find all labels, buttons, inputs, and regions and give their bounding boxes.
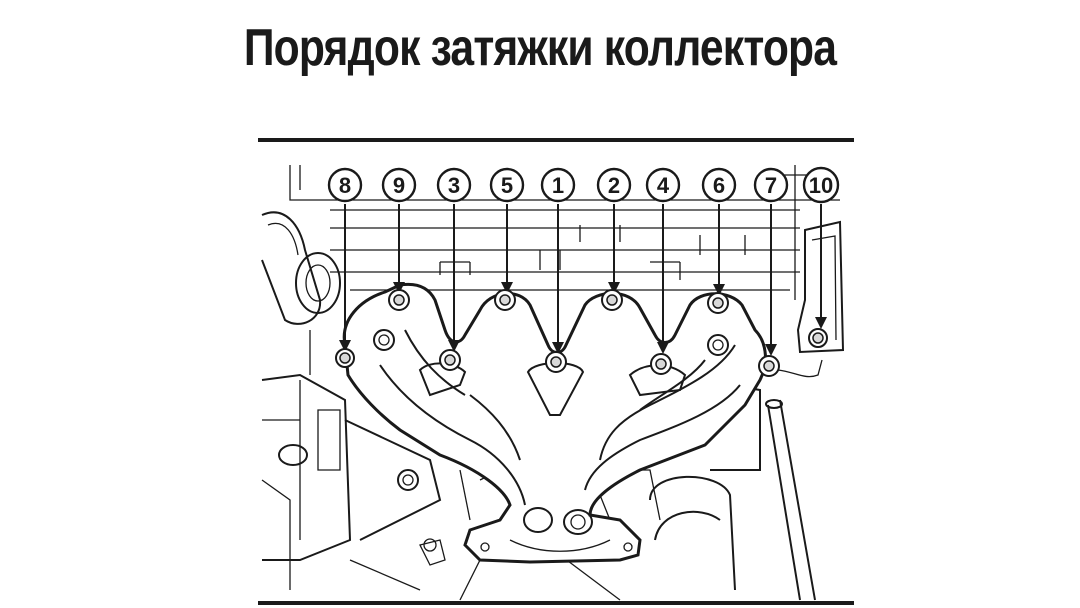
- callout-7: 7: [753, 167, 789, 203]
- callout-label: 1: [552, 173, 564, 198]
- callout-label: 2: [608, 173, 620, 198]
- bolt-8: [335, 204, 355, 368]
- bolt-4: [650, 204, 672, 375]
- callout-10: 10: [802, 166, 840, 204]
- bolt-6: [707, 204, 729, 314]
- callout-4: 4: [645, 167, 681, 203]
- callout-label: 4: [657, 173, 670, 198]
- callout-label: 7: [765, 173, 777, 198]
- callout-3: 3: [436, 167, 472, 203]
- callout-8: 8: [327, 167, 363, 203]
- bolt-5: [494, 204, 516, 311]
- callout-label: 5: [501, 173, 513, 198]
- callout-6: 6: [701, 167, 737, 203]
- bolt-10: [808, 204, 828, 348]
- bolt-1: [545, 204, 567, 373]
- bolt-3: [439, 204, 461, 371]
- bolt-callouts: 8 9 3 5 1 2 4 6: [327, 166, 840, 378]
- callout-2: 2: [596, 167, 632, 203]
- page-title: Порядок затяжки коллектора: [243, 19, 837, 77]
- callout-label: 6: [713, 173, 725, 198]
- exhaust-manifold: [342, 282, 767, 564]
- callout-label: 8: [339, 173, 351, 198]
- callout-label: 9: [393, 173, 405, 198]
- bolt-7: [758, 204, 823, 378]
- bolt-9: [388, 204, 410, 311]
- callout-label: 3: [448, 173, 460, 198]
- bolt-2: [601, 204, 623, 311]
- callout-1: 1: [540, 167, 576, 203]
- callout-5: 5: [489, 167, 525, 203]
- callout-9: 9: [381, 167, 417, 203]
- callout-label: 10: [809, 173, 833, 198]
